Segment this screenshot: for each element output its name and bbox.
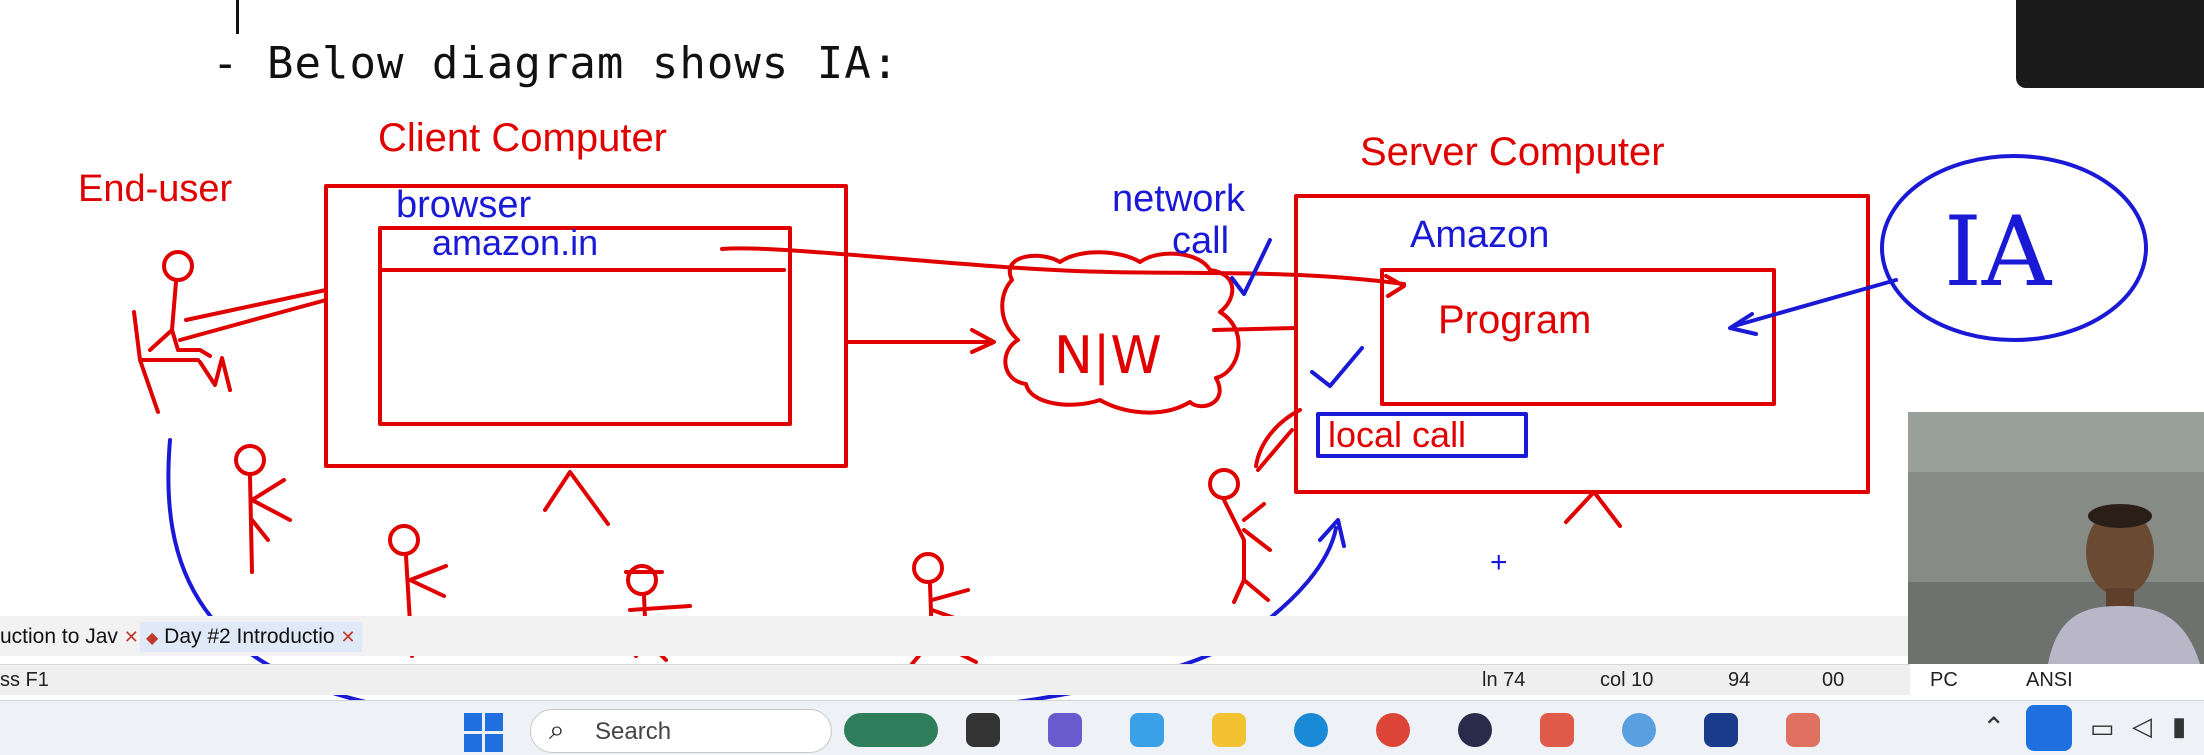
microphone-icon[interactable] xyxy=(2026,705,2072,751)
end-user-label: End-user xyxy=(78,168,233,210)
pen-app-icon[interactable] xyxy=(1786,713,1820,747)
status-number-1: 94 xyxy=(1728,669,1751,691)
tab-close-icon[interactable]: ✕ xyxy=(340,627,356,647)
taskbar: ⌕ Search ⌃ ▭ ◁ ▮ xyxy=(0,700,2204,755)
program-label: Program xyxy=(1438,298,1592,342)
client-monitor-stand xyxy=(543,470,610,526)
server-monitor-stand xyxy=(1564,490,1622,528)
network-call-label-2: call xyxy=(1172,220,1230,262)
end-user-head xyxy=(162,250,194,282)
status-mode: PC xyxy=(1930,669,1958,691)
network-cloud xyxy=(1000,250,1241,415)
tab-introduction-to-java[interactable]: uction to Jav ✕ xyxy=(0,622,139,652)
local-call-label: local call xyxy=(1328,414,1467,455)
volume-icon[interactable]: ◁ xyxy=(2132,711,2152,741)
task-view-icon[interactable] xyxy=(966,713,1000,747)
local-check xyxy=(1310,346,1364,388)
user3-head xyxy=(388,524,420,556)
status-line: ln 74 xyxy=(1482,669,1526,691)
user4-head xyxy=(626,564,658,596)
taskbar-search[interactable]: ⌕ Search xyxy=(530,709,832,753)
program-box xyxy=(1380,268,1776,406)
user5-head xyxy=(912,552,944,584)
request-arrowhead xyxy=(1384,274,1406,298)
browser-window-outline xyxy=(378,226,792,426)
edge-browser-icon[interactable] xyxy=(1294,713,1328,747)
user2-body xyxy=(248,474,292,574)
paint-icon[interactable] xyxy=(1540,713,1574,747)
user6-body xyxy=(1222,428,1294,604)
meeting-app-icon[interactable] xyxy=(1704,713,1738,747)
search-icon: ⌕ xyxy=(549,714,565,745)
presenter-video-frame xyxy=(1908,412,2204,664)
copilot-icon[interactable] xyxy=(1130,713,1164,747)
tab-label: uction to Jav xyxy=(0,625,118,648)
diamond-icon: ◆ xyxy=(146,630,159,647)
editor-line: - Below diagram shows IA: xyxy=(212,38,900,89)
user5-body xyxy=(910,582,978,666)
text-cursor xyxy=(236,0,239,34)
ia-arrowhead xyxy=(1728,312,1758,336)
user3-body xyxy=(404,554,448,658)
globe-app-icon[interactable] xyxy=(1622,713,1656,747)
user6-head xyxy=(1208,468,1240,500)
file-explorer-icon[interactable] xyxy=(1212,713,1246,747)
server-monitor-outline xyxy=(1294,194,1870,494)
floating-toolbar[interactable] xyxy=(2016,0,2204,88)
tab-close-icon[interactable]: ✕ xyxy=(123,627,139,647)
network-icon[interactable]: ▭ xyxy=(2090,713,2115,743)
network-to-server-line xyxy=(1212,326,1298,332)
tab-day2-introduction[interactable]: ◆ Day #2 Introductio ✕ xyxy=(140,622,362,652)
status-help-hint: ss F1 xyxy=(0,669,49,691)
server-computer-title: Server Computer xyxy=(1360,130,1665,174)
end-user-body xyxy=(132,280,328,414)
status-column: col 10 xyxy=(1600,669,1654,691)
client-monitor-outline xyxy=(324,184,848,468)
network-call-label: network xyxy=(1112,178,1246,220)
plus-mark: + xyxy=(1490,546,1508,579)
local-call-box xyxy=(1316,412,1528,458)
chevron-up-icon[interactable]: ⌃ xyxy=(1982,712,2006,743)
status-number-2: 00 xyxy=(1822,669,1845,691)
network-check xyxy=(1230,238,1272,296)
browser-label: browser xyxy=(396,184,532,226)
network-label: N|W xyxy=(1054,326,1162,386)
windows-start-icon[interactable] xyxy=(464,713,504,753)
local-call-stroke xyxy=(1254,408,1302,468)
search-placeholder: Search xyxy=(595,718,672,745)
widget-icon[interactable] xyxy=(844,713,938,747)
blue-curve-arrowhead xyxy=(1318,518,1346,548)
client-to-network-arrowhead xyxy=(970,328,996,354)
chrome-icon[interactable] xyxy=(1376,713,1410,747)
amazon-label: Amazon xyxy=(1410,214,1550,256)
url-text: amazon.in xyxy=(432,222,599,263)
app-icon[interactable] xyxy=(1458,713,1492,747)
video-call-icon[interactable] xyxy=(1048,713,1082,747)
user2-head xyxy=(234,444,266,476)
document-tabs: uction to Jav ✕ ◆ Day #2 Introductio ✕ xyxy=(0,616,1910,656)
tab-label: Day #2 Introductio xyxy=(164,625,335,648)
webcam-video xyxy=(1908,412,2204,664)
status-bar: ss F1 ln 74 col 10 94 00 PC ANSI xyxy=(0,664,2073,695)
request-line xyxy=(720,246,1406,286)
battery-icon[interactable]: ▮ xyxy=(2172,711,2187,741)
ia-arrow-line xyxy=(1732,278,1898,328)
status-encoding: ANSI xyxy=(2026,669,2073,691)
ia-label: IA xyxy=(1944,196,2052,308)
ia-ellipse xyxy=(1880,154,2148,342)
client-computer-title: Client Computer xyxy=(378,116,668,160)
